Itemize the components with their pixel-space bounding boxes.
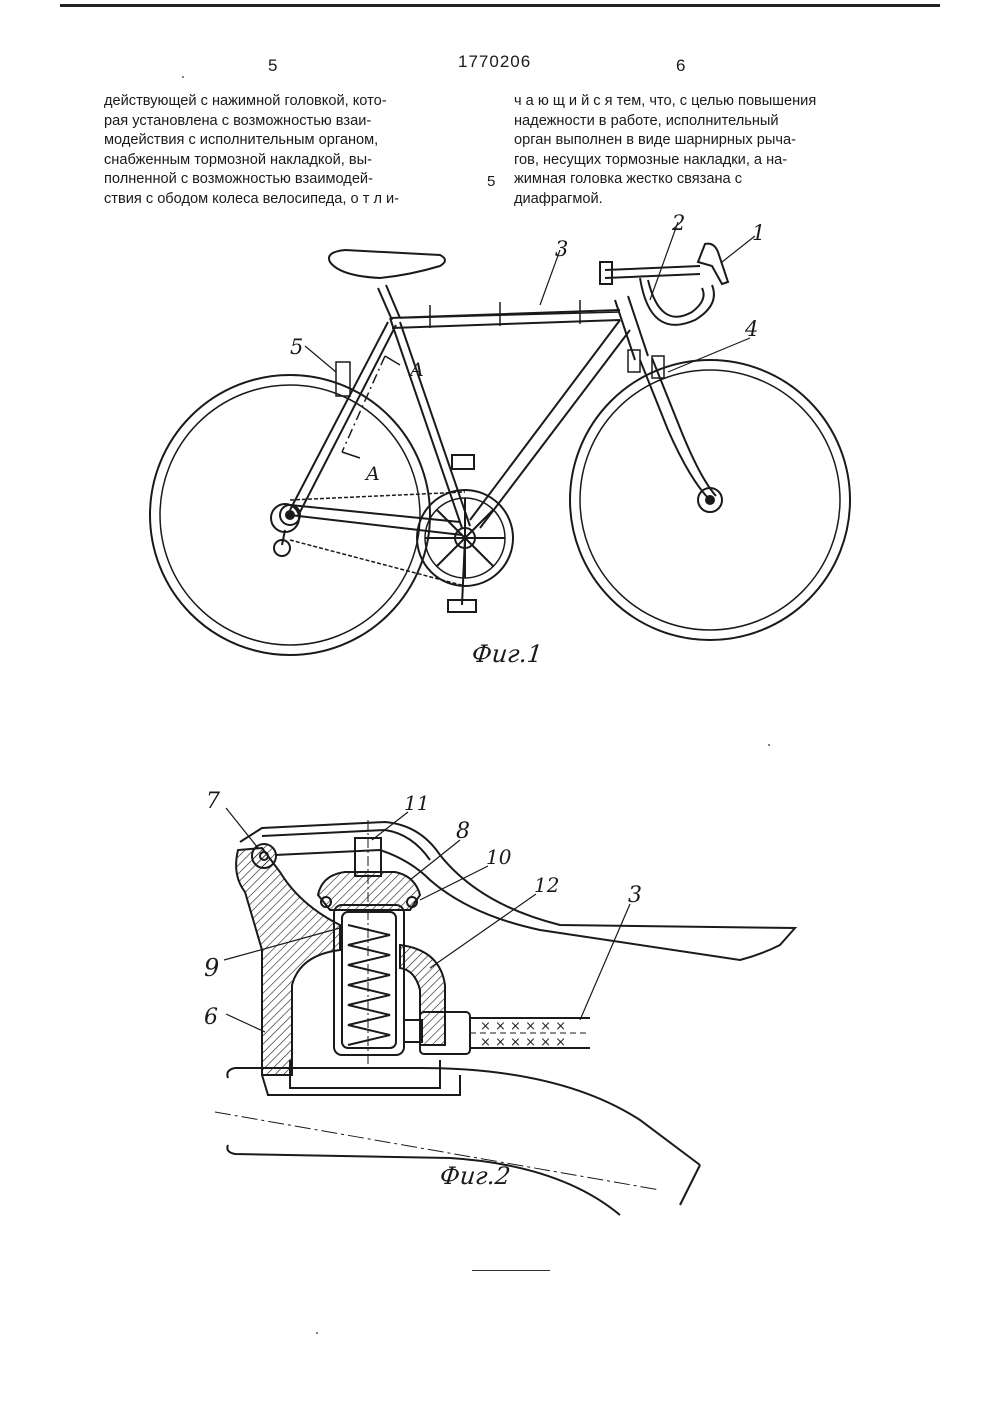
margin-line-number: 5	[487, 173, 496, 190]
left-text-column: действующей с нажимной головкой, кото- р…	[104, 92, 482, 210]
pivot-pin	[251, 843, 277, 869]
section-cut-line	[341, 355, 401, 459]
pedal-lower	[447, 599, 477, 613]
scan-speck	[768, 744, 770, 746]
callout-7: 7	[206, 789, 220, 814]
text-line: ствия с ободом колеса велосипеда, о т л …	[104, 190, 400, 207]
callout-6: 6	[204, 1005, 218, 1030]
pedal-upper	[451, 454, 475, 470]
handlebar-tube	[214, 1067, 701, 1216]
text-line: гов, несущих тормозные накладки, а на-	[514, 151, 788, 168]
callout-11: 11	[404, 791, 429, 815]
callout-2: 2	[671, 211, 685, 235]
brake-hose: × × × × × × × × × × × ×	[470, 1017, 590, 1050]
callout-3: 3	[555, 237, 568, 261]
bottom-rule	[472, 1270, 550, 1271]
callout-5: 5	[290, 335, 303, 359]
callout-9: 9	[204, 954, 219, 982]
text-line: орган выполнен в виде шарнирных рыча-	[514, 132, 796, 149]
rear-wheel	[149, 374, 431, 656]
crank-arm	[461, 537, 466, 606]
text-line: действующей с нажимной головкой, кото-	[104, 93, 387, 109]
patent-number: 1770206	[458, 52, 532, 71]
section-label-top: A	[408, 359, 424, 381]
text-line: рая установлена с возможностью взаи-	[104, 112, 372, 129]
saddle	[328, 248, 446, 280]
diaphragm	[316, 871, 422, 911]
right-text-column: ч а ю щ и й с я тем, что, с целью повыше…	[514, 92, 892, 210]
figure-1-bicycle-drawing: 1 2 3 4 5 A A	[149, 211, 851, 656]
scan-speck	[316, 1332, 318, 1334]
callout-1: 1	[752, 221, 765, 245]
body-housing	[235, 846, 461, 1096]
spring-cylinder	[333, 904, 405, 1056]
brake-lever	[696, 242, 730, 286]
figure-1-caption: Фиг.1	[470, 640, 544, 668]
text-line: модействия с исполнительным органом,	[104, 132, 379, 149]
text-line: полненной с возможностью взаимодей-	[104, 171, 373, 188]
callout-10: 10	[486, 845, 512, 869]
callout-4: 4	[744, 317, 758, 341]
chain-lower	[289, 539, 466, 587]
text-line: снабженным тормозной накладкой, вы-	[104, 151, 372, 168]
callout-12: 12	[534, 873, 559, 897]
callout-8: 8	[456, 819, 470, 844]
brake-line	[335, 300, 665, 397]
section-label-bottom: A	[364, 463, 380, 485]
handlebar	[599, 261, 715, 326]
figure-2-caption: Фиг.2	[438, 1162, 512, 1190]
leader-lines	[304, 221, 756, 373]
callout-3: 3	[628, 883, 642, 908]
page-number-left: 5	[268, 56, 278, 75]
scan-speck	[182, 76, 184, 78]
text-line: диафрагмой.	[514, 190, 603, 207]
svg-text:× × × × × ×: × × × × × ×	[480, 1035, 566, 1050]
text-line: жимная головка жестко связана с	[514, 171, 743, 188]
leader-lines	[223, 807, 631, 1033]
top-rule	[60, 4, 940, 7]
svg-text:× × × × × ×: × × × × × ×	[480, 1019, 566, 1034]
figure-2-brake-section-drawing: × × × × × × × × × × × × 7 11 8 10 12 3 9…	[204, 789, 798, 1216]
page-number-right: 6	[676, 56, 686, 75]
text-line: надежности в работе, исполнительный	[514, 112, 779, 129]
rear-derailleur	[270, 503, 300, 557]
chain-upper	[289, 491, 466, 501]
text-line: ч а ю щ и й с я тем, что, с целью повыше…	[514, 93, 817, 109]
